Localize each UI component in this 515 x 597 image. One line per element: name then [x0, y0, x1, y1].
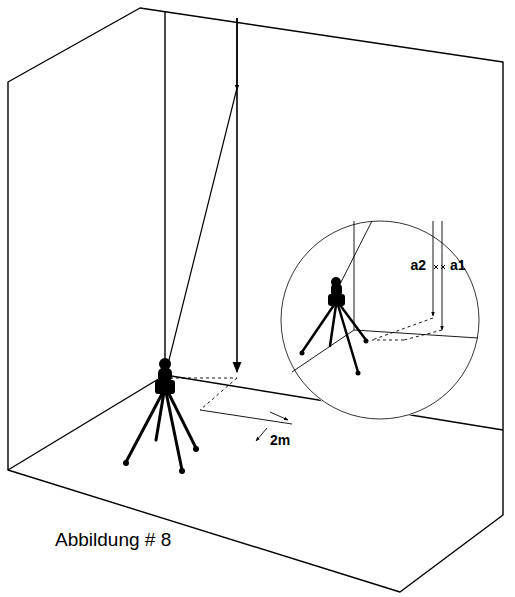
dimension-label: 2m [270, 431, 290, 449]
inset-ground [280, 220, 480, 420]
laser-tripod [123, 358, 199, 474]
measurement-mark: a2 [410, 256, 426, 274]
measurement-mark: a1 [450, 256, 466, 274]
figure-caption: Abbildung # 8 [55, 528, 171, 552]
inset-illustration [292, 221, 478, 372]
inset-circle-outline [280, 220, 480, 420]
inset-circle: a2 a1 [280, 220, 480, 420]
laser-line [166, 18, 237, 372]
inset-tripod [300, 277, 369, 376]
room-outline [8, 8, 503, 592]
